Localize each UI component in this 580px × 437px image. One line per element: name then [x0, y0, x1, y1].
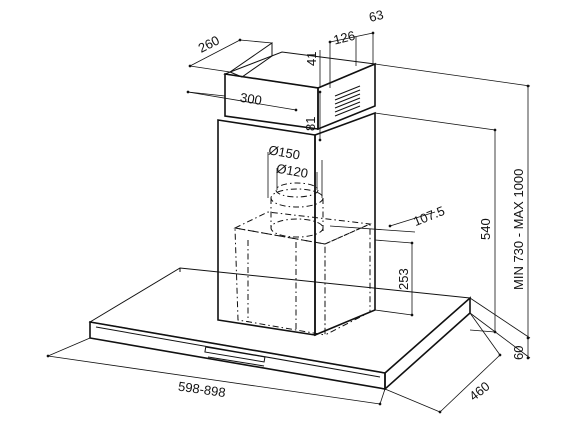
dim-126: 126 — [332, 28, 357, 48]
dim-260: 260 — [196, 32, 222, 55]
duct-collar — [270, 182, 324, 238]
dim-460: 460 — [466, 379, 492, 404]
dim-81: 81 — [303, 117, 318, 131]
dim-duct-150: Ø150 — [267, 142, 301, 162]
dim-41: 41 — [304, 52, 319, 66]
dim-duct-120: Ø120 — [275, 161, 309, 181]
dimension-lines — [46, 31, 531, 414]
dim-598-898: 598-898 — [177, 379, 226, 400]
dim-300: 300 — [239, 90, 263, 108]
dim-540: 540 — [478, 218, 493, 240]
vent-grille — [334, 85, 361, 117]
dim-min-max: MIN 730 - MAX 1000 — [511, 169, 526, 290]
motor-housing — [233, 211, 372, 336]
dim-253: 253 — [396, 268, 411, 290]
dim-107-5: 107.5 — [411, 203, 447, 229]
dim-60: 60 — [511, 346, 526, 360]
hood-canopy — [88, 267, 472, 391]
dim-63: 63 — [367, 7, 385, 25]
